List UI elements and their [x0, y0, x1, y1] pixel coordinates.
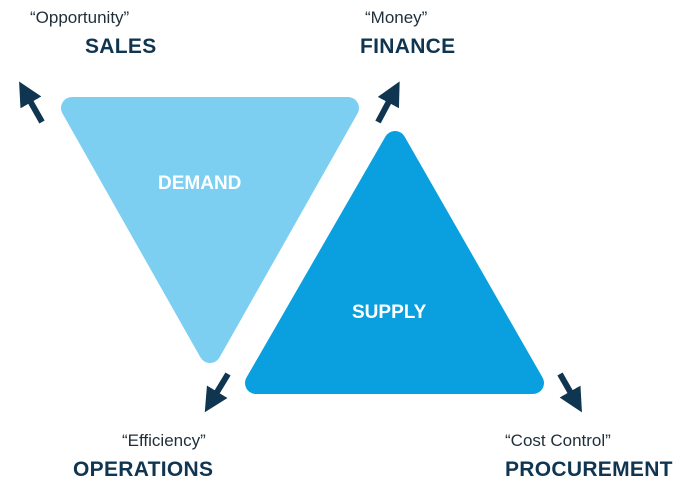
sales-title: SALES [85, 35, 157, 58]
finance-title: FINANCE [360, 35, 456, 58]
sales-arrow-icon [19, 81, 45, 124]
operations-title: OPERATIONS [73, 458, 214, 481]
sales-quote: “Opportunity” [30, 8, 130, 27]
demand-triangle [61, 97, 359, 363]
finance-arrow-icon [375, 81, 400, 124]
procurement-arrow-icon [557, 372, 582, 413]
demand-label: DEMAND [158, 173, 242, 194]
supply-label: SUPPLY [352, 302, 427, 323]
operations-arrow-icon [204, 372, 231, 413]
finance-quote: “Money” [365, 8, 428, 27]
operations-quote: “Efficiency” [122, 431, 206, 450]
procurement-title: PROCUREMENT [505, 458, 673, 481]
procurement-quote: “Cost Control” [505, 431, 611, 450]
supply-triangle [245, 131, 544, 394]
